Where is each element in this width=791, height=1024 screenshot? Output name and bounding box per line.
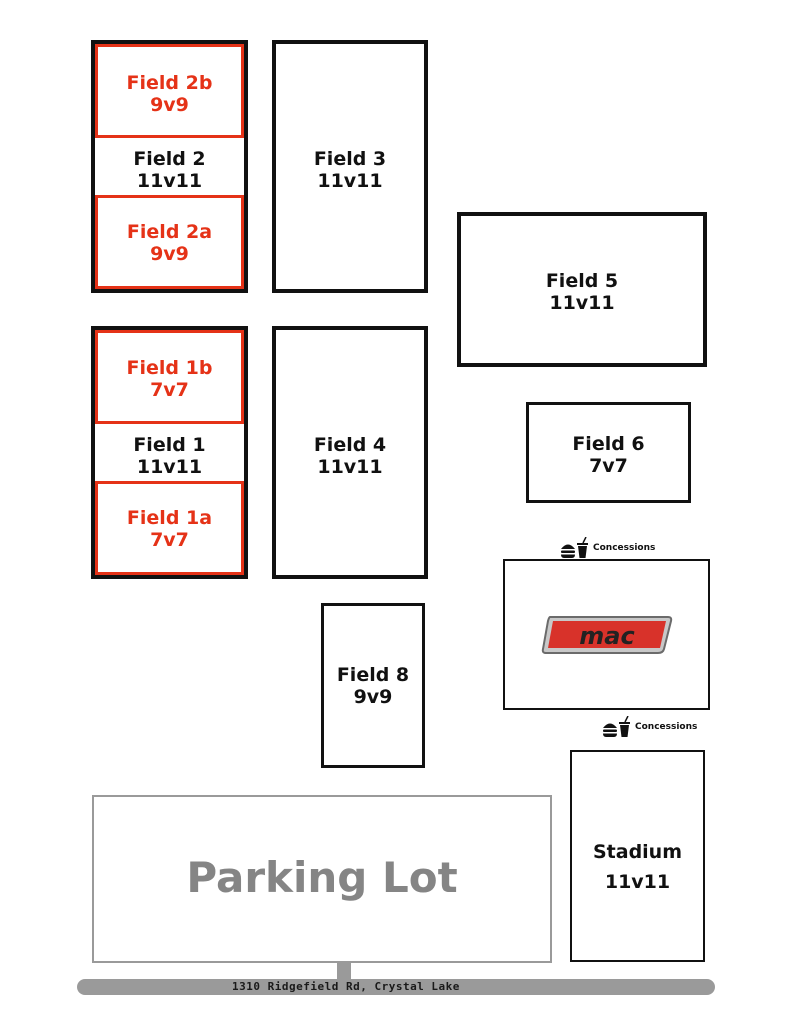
mac-logo-text: mac: [579, 622, 634, 650]
field-2a-label: Field 2a 9v9: [98, 221, 241, 265]
field-3-name: Field 3: [313, 148, 387, 170]
concessions-bottom-label: Concessions: [635, 722, 698, 732]
field-1a: Field 1a 7v7: [95, 481, 244, 575]
field-2b-name: Field 2b: [126, 72, 213, 94]
field-4-label: Field 4 11v11: [276, 434, 424, 478]
field-1-label: Field 1 11v11: [95, 434, 244, 478]
field-1b-name: Field 1b: [126, 357, 213, 379]
stadium-type: 11v11: [604, 871, 671, 893]
field-2: Field 2 11v11: [91, 40, 248, 293]
field-1b-type: 7v7: [150, 379, 189, 401]
field-2-label: Field 2 11v11: [95, 148, 244, 192]
address-label: 1310 Ridgefield Rd, Crystal Lake: [232, 980, 460, 993]
parking-lot: Parking Lot: [92, 795, 552, 963]
field-8-type: 9v9: [353, 686, 393, 708]
field-2a: Field 2a 9v9: [95, 195, 244, 289]
food-drink-icon: [561, 537, 588, 558]
mac-building: mac: [503, 559, 710, 710]
field-4-name: Field 4: [313, 434, 387, 456]
field-3-type: 11v11: [317, 170, 383, 192]
field-1b: Field 1b 7v7: [95, 330, 244, 424]
field-2b-label: Field 2b 9v9: [98, 72, 241, 116]
field-6: Field 6 7v7: [526, 402, 691, 503]
field-8-label: Field 8 9v9: [324, 664, 422, 708]
field-1a-label: Field 1a 7v7: [98, 507, 241, 551]
field-4: Field 4 11v11: [272, 326, 428, 579]
concessions-top: Concessions: [560, 537, 655, 559]
field-3: Field 3 11v11: [272, 40, 428, 293]
field-6-name: Field 6: [572, 433, 645, 455]
field-1-name: Field 1: [133, 434, 206, 456]
stadium-label: Stadium 11v11: [572, 837, 703, 897]
field-8: Field 8 9v9: [321, 603, 425, 768]
field-1b-label: Field 1b 7v7: [98, 357, 241, 401]
field-6-type: 7v7: [589, 455, 628, 477]
field-1a-type: 7v7: [150, 529, 189, 551]
field-8-name: Field 8: [336, 664, 410, 686]
field-4-type: 11v11: [317, 456, 383, 478]
field-1: Field 1 11v11: [91, 326, 248, 579]
field-3-label: Field 3 11v11: [276, 148, 424, 192]
concessions-top-label: Concessions: [593, 543, 656, 553]
field-2a-name: Field 2a: [126, 221, 213, 243]
field-5-type: 11v11: [549, 292, 615, 314]
field-6-label: Field 6 7v7: [529, 433, 688, 477]
field-5-label: Field 5 11v11: [461, 270, 703, 314]
parking-lot-label: Parking Lot: [186, 853, 458, 902]
mac-logo: mac: [541, 616, 673, 654]
concessions-bottom: Concessions: [602, 716, 697, 738]
road: [77, 979, 715, 995]
field-2-type: 11v11: [136, 170, 203, 192]
field-1-type: 11v11: [136, 456, 203, 478]
field-5-name: Field 5: [545, 270, 619, 292]
stadium: Stadium 11v11: [570, 750, 705, 962]
food-drink-icon: [603, 716, 630, 737]
field-2-name: Field 2: [133, 148, 206, 170]
field-5: Field 5 11v11: [457, 212, 707, 367]
field-2a-type: 9v9: [150, 243, 189, 265]
stadium-name: Stadium: [592, 841, 683, 863]
field-2b-type: 9v9: [150, 94, 189, 116]
field-1a-name: Field 1a: [126, 507, 213, 529]
driveway: [337, 962, 351, 980]
field-2b: Field 2b 9v9: [95, 44, 244, 138]
